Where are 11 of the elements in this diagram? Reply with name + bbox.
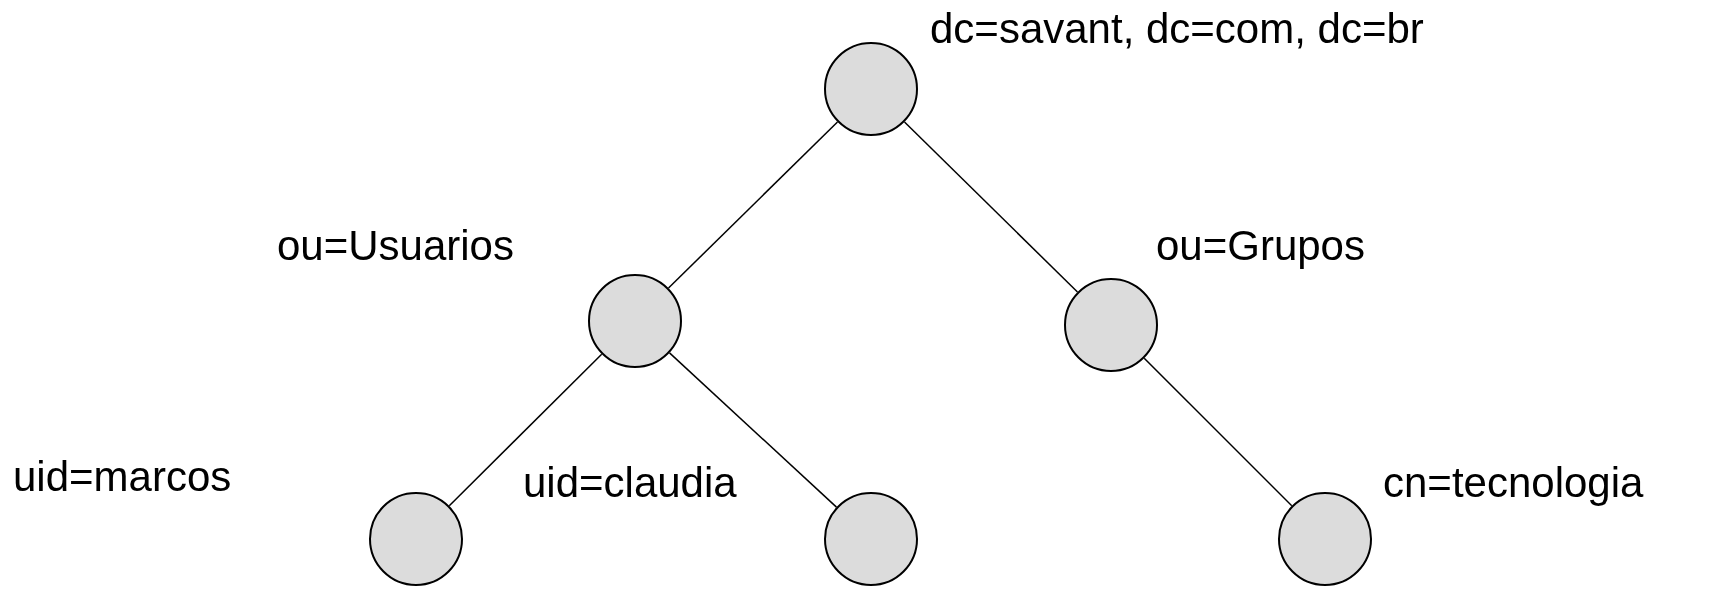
node-label: uid=claudia: [523, 460, 737, 506]
node-label: dc=savant, dc=com, dc=br: [930, 6, 1424, 52]
connector-line: [668, 352, 838, 508]
node-label: ou=Grupos: [1156, 223, 1365, 269]
node-label: uid=marcos: [13, 454, 232, 500]
connector-line: [667, 121, 839, 289]
connector-line: [1143, 357, 1293, 507]
connector-line: [903, 121, 1079, 293]
node-label: ou=Usuarios: [277, 223, 514, 269]
connector-line: [448, 353, 603, 507]
node-label: cn=tecnologia: [1383, 460, 1644, 506]
